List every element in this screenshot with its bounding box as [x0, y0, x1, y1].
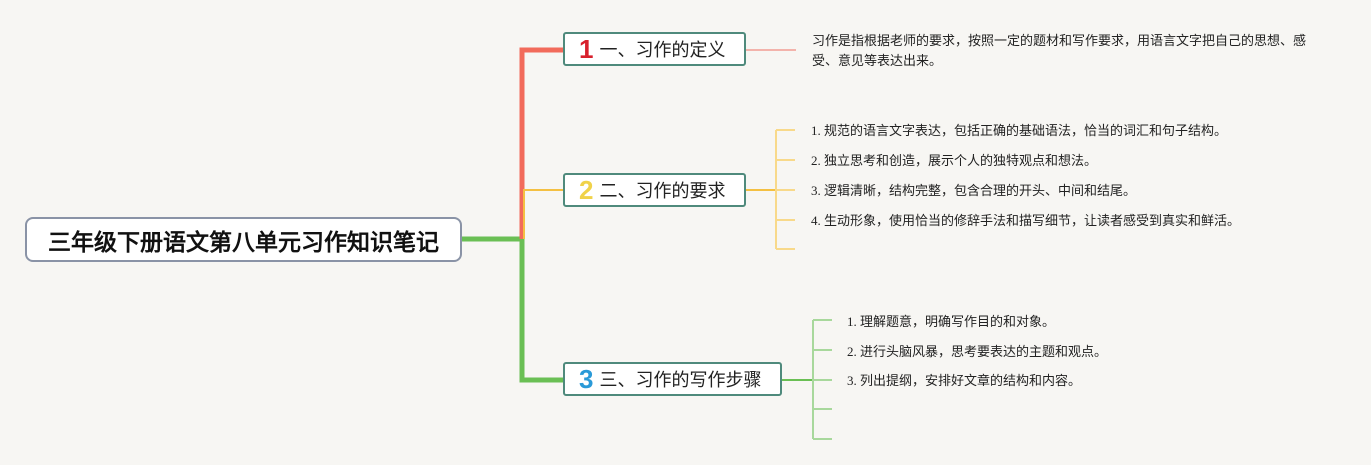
step-leaf[interactable]: 1. 理解题意，明确写作目的和对象。 [847, 314, 1056, 329]
branch2-leaf-ticks [776, 129, 795, 250]
branch-requirements[interactable]: 2 二、习作的要求 [563, 173, 746, 207]
branch-label: 三、习作的写作步骤 [599, 370, 762, 391]
number-2-icon: 2 [579, 174, 594, 205]
requirement-leaf[interactable]: 1. 规范的语言文字表达，包括正确的基础语法，恰当的词汇和句子结构。 [811, 123, 1228, 138]
root-title: 三年级下册语文第八单元习作知识笔记 [48, 229, 439, 256]
branch-label: 二、习作的要求 [599, 181, 726, 202]
definition-leaf[interactable]: 习作是指根据老师的要求，按照一定的题材和写作要求，用语言文字把自己的思想、感受、… [812, 34, 1307, 69]
number-3-icon: 3 [579, 363, 594, 394]
step-leaf[interactable]: 3. 列出提纲，安排好文章的结构和内容。 [847, 373, 1082, 388]
root-topic[interactable]: 三年级下册语文第八单元习作知识笔记 [25, 217, 462, 262]
requirement-leaf[interactable]: 4. 生动形象，使用恰当的修辞手法和描写细节，让读者感受到真实和鲜活。 [811, 213, 1241, 228]
step-leaf[interactable]: 2. 进行头脑风暴，思考要表达的主题和观点。 [847, 344, 1108, 359]
branch-definition[interactable]: 1 一、习作的定义 [563, 32, 746, 66]
branch-label: 一、习作的定义 [599, 40, 726, 61]
requirement-leaf[interactable]: 3. 逻辑清晰，结构完整，包含合理的开头、中间和结尾。 [811, 183, 1137, 198]
branch-writing-steps[interactable]: 3 三、习作的写作步骤 [563, 362, 782, 396]
requirement-leaf[interactable]: 2. 独立思考和创造，展示个人的独特观点和想法。 [811, 153, 1098, 168]
branch1-connector [519, 47, 563, 239]
branch3-connector [519, 239, 563, 383]
number-1-icon: 1 [579, 33, 594, 64]
branch3-leaf-ticks [813, 319, 832, 440]
branch2-connector [523, 189, 563, 239]
